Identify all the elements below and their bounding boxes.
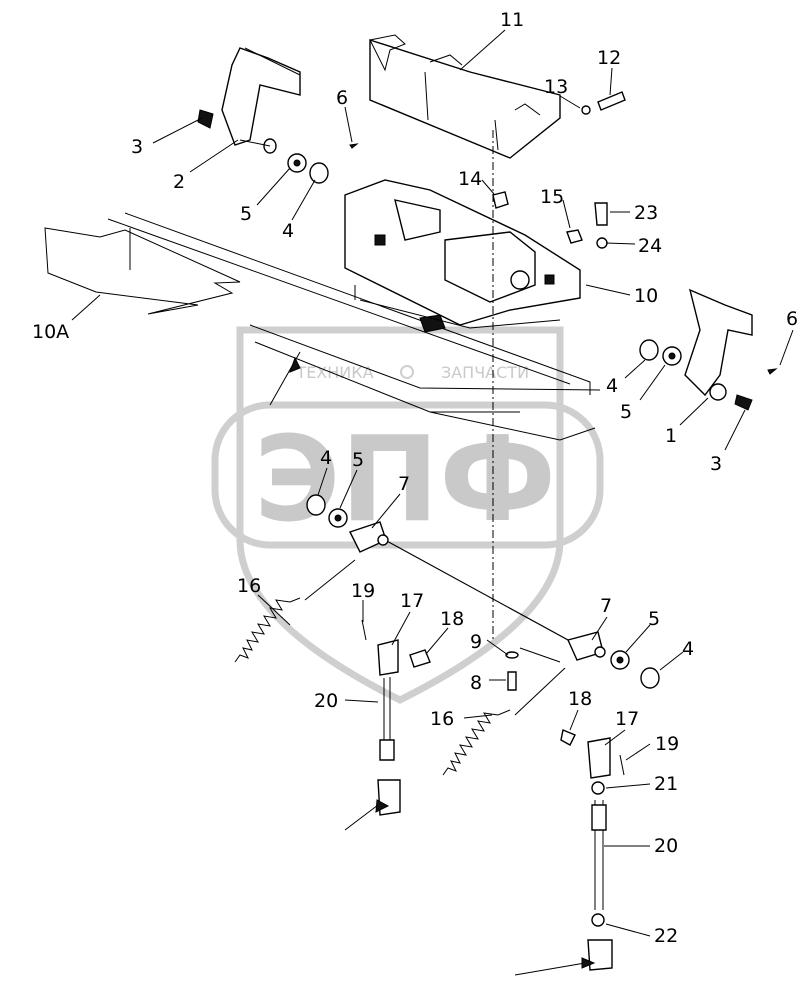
callout-12: 12 xyxy=(597,47,621,69)
watermark-left-text: ТЕХНИКА xyxy=(295,363,373,382)
callout-7-right: 7 xyxy=(600,595,612,617)
callout-5: 5 xyxy=(240,203,252,225)
callout-14: 14 xyxy=(458,168,482,190)
callout-10A: 10A xyxy=(32,321,69,343)
floor-plate-10A xyxy=(44,212,601,441)
callout-4: 4 xyxy=(282,220,294,242)
right-pedal-1 xyxy=(684,288,778,411)
callout-5-mid: 5 xyxy=(352,449,364,471)
bolts xyxy=(409,91,626,746)
watermark-shield xyxy=(236,326,564,704)
callout-3-right: 3 xyxy=(710,453,722,475)
pedal-cover-11 xyxy=(369,34,561,159)
callout-10: 10 xyxy=(634,285,658,307)
watermark-ring xyxy=(211,401,604,549)
callout-19-left: 19 xyxy=(351,580,375,602)
callout-7-left: 7 xyxy=(398,473,410,495)
bushings-and-washers xyxy=(287,153,682,689)
callout-21: 21 xyxy=(654,773,678,795)
callout-13: 13 xyxy=(544,76,568,98)
callout-22: 22 xyxy=(654,925,678,947)
return-springs-16 xyxy=(234,597,511,776)
callout-4-lower: 4 xyxy=(682,638,694,660)
callout-3: 3 xyxy=(131,136,143,158)
callout-5-lower: 5 xyxy=(648,608,660,630)
callout-6: 6 xyxy=(336,87,348,109)
callout-4-mid: 4 xyxy=(320,447,332,469)
callout-6-right: 6 xyxy=(786,308,798,330)
callout-20-right: 20 xyxy=(654,835,678,857)
callout-18-right: 18 xyxy=(568,688,592,710)
callout-labels: 11 12 13 6 3 2 5 4 14 15 23 24 10 10A 6 … xyxy=(32,9,798,947)
callout-24: 24 xyxy=(638,235,662,257)
watermark-right-text: ЗАПЧАСТИ xyxy=(441,363,529,382)
watermark-big-text: ЭПФ xyxy=(254,410,556,548)
pedal-housing-10 xyxy=(344,179,581,333)
watermark: ЭПФ ТЕХНИКА ЗАПЧАСТИ xyxy=(211,326,604,704)
linkage-assembly xyxy=(304,130,606,716)
callout-9: 9 xyxy=(470,631,482,653)
callout-4-right: 4 xyxy=(606,375,618,397)
callout-1: 1 xyxy=(665,425,677,447)
callout-18-left: 18 xyxy=(440,608,464,630)
callout-8: 8 xyxy=(470,672,482,694)
clevis-and-rod-left xyxy=(344,619,401,831)
clevis-and-rod-right xyxy=(514,737,625,976)
left-pedal-2 xyxy=(197,47,359,154)
callout-20-left: 20 xyxy=(314,690,338,712)
callout-16-right: 16 xyxy=(430,708,454,730)
callout-5-right: 5 xyxy=(620,401,632,423)
watermark-gear-icon xyxy=(400,365,414,379)
callout-17-left: 17 xyxy=(400,590,424,612)
callout-16-left: 16 xyxy=(237,575,261,597)
callout-17-right: 17 xyxy=(615,708,639,730)
callout-15: 15 xyxy=(540,186,564,208)
leader-lines xyxy=(71,29,794,937)
callout-2: 2 xyxy=(173,171,185,193)
callout-11: 11 xyxy=(500,9,524,31)
callout-23: 23 xyxy=(634,202,658,224)
callout-19-right: 19 xyxy=(655,733,679,755)
